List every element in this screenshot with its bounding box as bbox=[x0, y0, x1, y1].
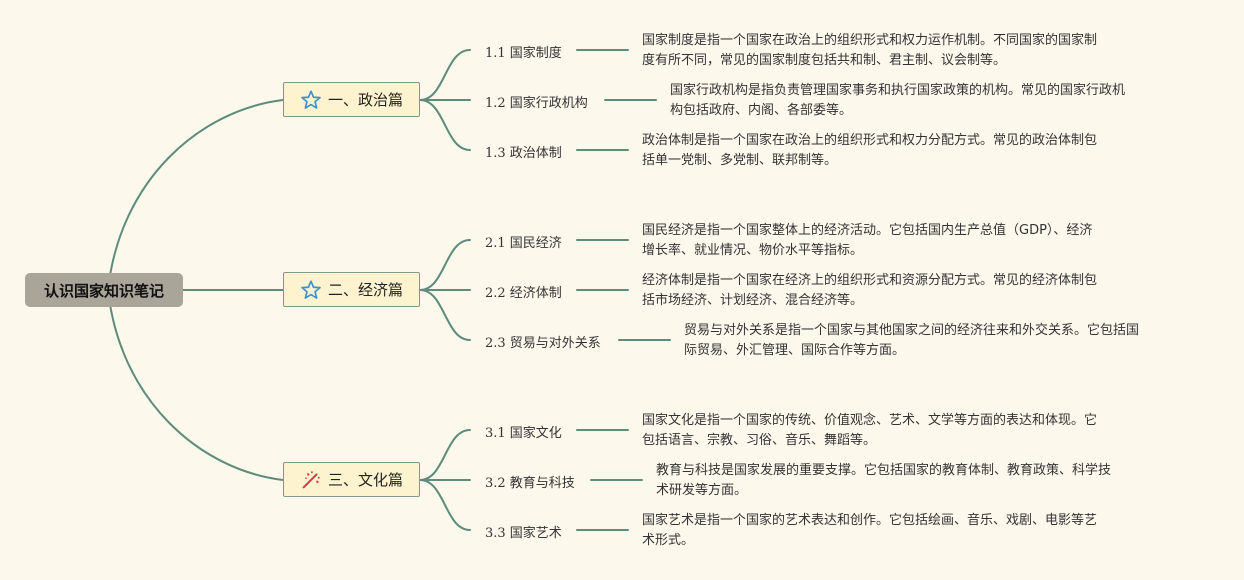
subtopic-1-3[interactable]: 1.3 政治体制 bbox=[485, 146, 562, 161]
description-line: 国家艺术是指一个国家的艺术表达和创作。它包括绘画、音乐、戏剧、电影等艺 bbox=[642, 513, 1098, 528]
description-1-1[interactable]: 国家制度是指一个国家在政治上的组织形式和权力运作机制。不同国家的国家制 度有所不… bbox=[642, 31, 1097, 71]
subtopic-3-3[interactable]: 3.3 国家艺术 bbox=[485, 526, 562, 541]
description-3-1[interactable]: 国家文化是指一个国家的传统、价值观念、艺术、文学等方面的表达和体现。它 包括语言… bbox=[642, 411, 1097, 451]
description-line: 政治体制是指一个国家在政治上的组织形式和权力分配方式。常见的政治体制包 bbox=[642, 133, 1098, 148]
description-line: 度有所不同，常见的国家制度包括共和制、君主制、议会制等。 bbox=[642, 53, 1007, 68]
description-2-3[interactable]: 贸易与对外关系是指一个国家与其他国家之间的经济往来和外交关系。它包括国 际贸易、… bbox=[684, 321, 1139, 361]
connector-branch-1-leaf-1 bbox=[419, 49, 471, 101]
subtopic-3-2[interactable]: 3.2 教育与科技 bbox=[485, 476, 575, 491]
description-line: 括单一党制、多党制、联邦制等。 bbox=[642, 153, 838, 168]
description-line: 国家行政机构是指负责管理国家事务和执行国家政策的机构。常见的国家行政机 bbox=[670, 83, 1126, 98]
branch-politics[interactable]: 一、政治篇 bbox=[283, 82, 420, 117]
connector-branch-3-leaf-3 bbox=[419, 479, 471, 531]
connector-branch-2-leaf-3 bbox=[419, 289, 471, 341]
connector-branch-3-leaf-1 bbox=[419, 429, 471, 481]
description-line: 贸易与对外关系是指一个国家与其他国家之间的经济往来和外交关系。它包括国 bbox=[684, 323, 1140, 338]
star-icon bbox=[300, 89, 322, 111]
description-line: 增长率、就业情况、物价水平等指标。 bbox=[642, 243, 864, 258]
connector-root-branch-1 bbox=[107, 99, 284, 291]
branch-label: 三、文化篇 bbox=[327, 471, 403, 489]
root-topic[interactable]: 认识国家知识笔记 bbox=[25, 273, 183, 307]
description-line: 国家文化是指一个国家的传统、价值观念、艺术、文学等方面的表达和体现。它 bbox=[642, 413, 1098, 428]
magic-wand-icon bbox=[300, 469, 322, 491]
subtopic-1-2[interactable]: 1.2 国家行政机构 bbox=[485, 96, 588, 111]
description-line: 构包括政府、内阁、各部委等。 bbox=[670, 103, 853, 118]
description-line: 术研发等方面。 bbox=[656, 483, 748, 498]
branch-label: 一、政治篇 bbox=[327, 91, 403, 109]
description-line: 经济体制是指一个国家在经济上的组织形式和资源分配方式。常见的经济体制包 bbox=[642, 273, 1098, 288]
connector-branch-1-leaf-3 bbox=[419, 99, 471, 151]
connector-branch-2-leaf-1 bbox=[419, 239, 471, 291]
subtopic-2-2[interactable]: 2.2 经济体制 bbox=[485, 286, 562, 301]
description-3-3[interactable]: 国家艺术是指一个国家的艺术表达和创作。它包括绘画、音乐、戏剧、电影等艺 术形式。 bbox=[642, 511, 1097, 551]
description-2-1[interactable]: 国民经济是指一个国家整体上的经济活动。它包括国内生产总值（GDP）、经济 增长率… bbox=[642, 221, 1092, 261]
subtopic-2-3[interactable]: 2.3 贸易与对外关系 bbox=[485, 336, 601, 351]
description-3-2[interactable]: 教育与科技是国家发展的重要支撑。它包括国家的教育体制、教育政策、科学技 术研发等… bbox=[656, 461, 1111, 501]
subtopic-3-1[interactable]: 3.1 国家文化 bbox=[485, 426, 562, 441]
branch-label: 二、经济篇 bbox=[327, 281, 403, 299]
description-line: 国家制度是指一个国家在政治上的组织形式和权力运作机制。不同国家的国家制 bbox=[642, 33, 1098, 48]
description-line: 术形式。 bbox=[642, 533, 695, 548]
description-line: 括市场经济、计划经济、混合经济等。 bbox=[642, 293, 864, 308]
root-topic-label: 认识国家知识笔记 bbox=[43, 281, 164, 300]
connector-root-branch-3 bbox=[107, 289, 284, 481]
subtopic-1-1[interactable]: 1.1 国家制度 bbox=[485, 46, 562, 61]
description-line: 国民经济是指一个国家整体上的经济活动。它包括国内生产总值（GDP）、经济 bbox=[642, 223, 1093, 238]
branch-economy[interactable]: 二、经济篇 bbox=[283, 272, 420, 307]
description-line: 教育与科技是国家发展的重要支撑。它包括国家的教育体制、教育政策、科学技 bbox=[656, 463, 1112, 478]
star-icon bbox=[300, 279, 322, 301]
subtopic-2-1[interactable]: 2.1 国民经济 bbox=[485, 236, 562, 251]
description-1-2[interactable]: 国家行政机构是指负责管理国家事务和执行国家政策的机构。常见的国家行政机 构包括政… bbox=[670, 81, 1125, 121]
description-line: 包括语言、宗教、习俗、音乐、舞蹈等。 bbox=[642, 433, 877, 448]
branch-culture[interactable]: 三、文化篇 bbox=[283, 462, 420, 497]
description-line: 际贸易、外汇管理、国际合作等方面。 bbox=[684, 343, 906, 358]
description-2-2[interactable]: 经济体制是指一个国家在经济上的组织形式和资源分配方式。常见的经济体制包 括市场经… bbox=[642, 271, 1097, 311]
description-1-3[interactable]: 政治体制是指一个国家在政治上的组织形式和权力分配方式。常见的政治体制包 括单一党… bbox=[642, 131, 1097, 171]
